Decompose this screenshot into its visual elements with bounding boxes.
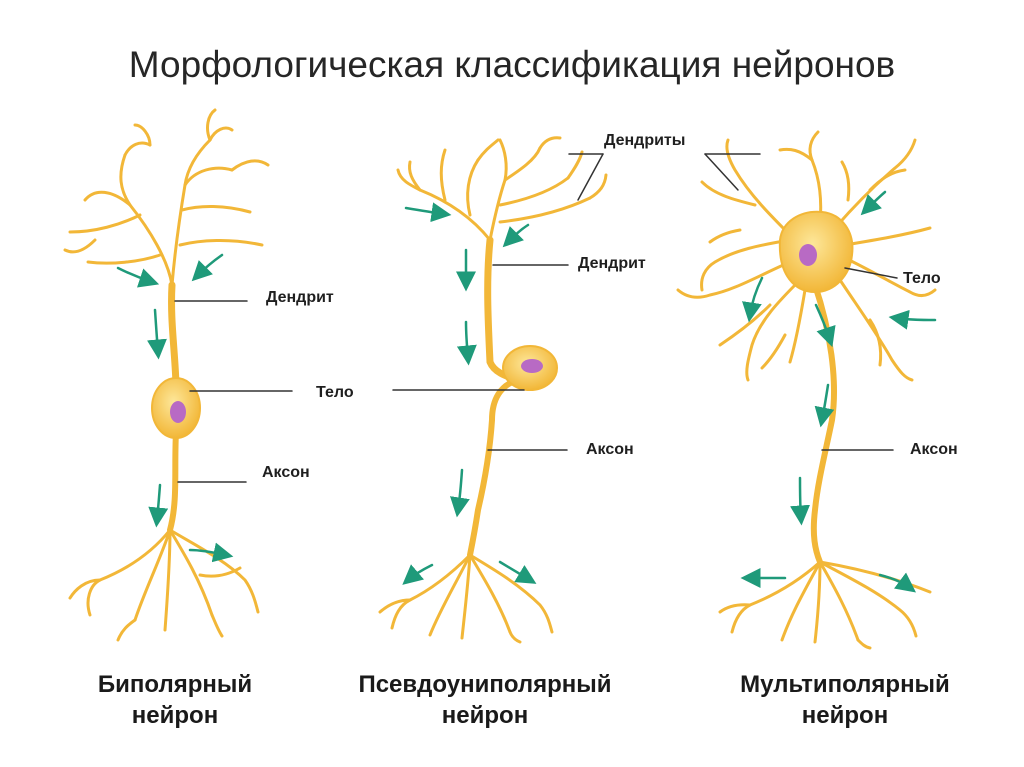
caption-bipolar-line1: Биполярный bbox=[97, 671, 253, 698]
pseudo-axon-terminals bbox=[378, 553, 554, 644]
label-bipolar-dendrite: Дендрит bbox=[266, 289, 334, 306]
multipolar-neuron bbox=[676, 130, 937, 650]
caption-pseudo-line2: нейрон bbox=[441, 702, 529, 729]
pseudo-dendrites bbox=[396, 136, 608, 242]
caption-bipolar: Биполярный нейрон bbox=[50, 669, 300, 731]
multi-axon-terminals bbox=[718, 560, 932, 650]
label-pseudo-dendrite: Дендрит bbox=[578, 255, 646, 272]
bipolar-flow-arrows bbox=[116, 253, 234, 563]
multi-flow-arrows bbox=[740, 190, 937, 593]
pseudounipolar-neuron bbox=[378, 136, 608, 644]
label-bipolar-body: Тело bbox=[316, 384, 354, 401]
caption-multi-line2: нейрон bbox=[801, 702, 889, 729]
multi-leaders bbox=[704, 153, 898, 451]
label-multi-axon: Аксон bbox=[910, 441, 958, 458]
page-title: Морфологическая классификация нейронов bbox=[128, 44, 896, 85]
label-multi-body: Тело bbox=[903, 270, 941, 287]
caption-bipolar-line2: нейрон bbox=[131, 702, 219, 729]
bipolar-neuron bbox=[63, 108, 293, 642]
bipolar-leaders bbox=[174, 300, 293, 483]
multi-dendrites bbox=[676, 130, 937, 382]
pseudo-leaders bbox=[392, 153, 604, 451]
label-bipolar-axon: Аксон bbox=[262, 464, 310, 481]
label-pseudo-axon: Аксон bbox=[586, 441, 634, 458]
pseudo-flow-arrows bbox=[402, 202, 537, 585]
label-dendrites: Дендриты bbox=[604, 132, 686, 149]
caption-pseudo-line1: Псевдоуниполярный bbox=[358, 671, 612, 698]
caption-multipolar: Мультиполярный нейрон bbox=[700, 669, 990, 731]
caption-pseudounipolar: Псевдоуниполярный нейрон bbox=[320, 669, 650, 731]
bipolar-dendrites bbox=[63, 108, 270, 287]
bipolar-axon-terminals bbox=[68, 528, 260, 642]
caption-multi-line1: Мультиполярный bbox=[740, 671, 950, 698]
